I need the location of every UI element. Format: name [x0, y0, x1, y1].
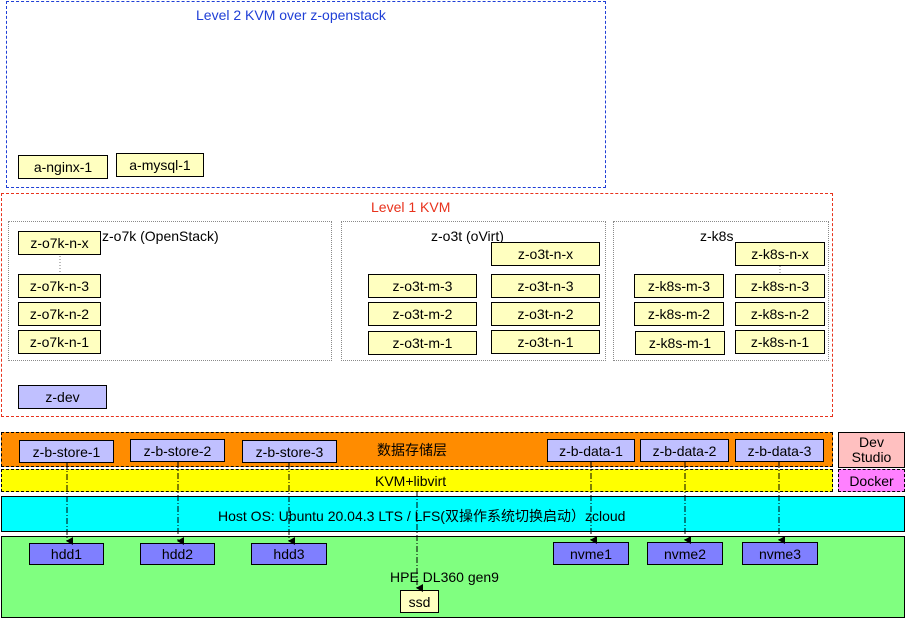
vm-z-o3t-n-3[interactable]: z-o3t-n-3 — [491, 274, 600, 298]
vm-a-nginx-1[interactable]: a-nginx-1 — [18, 155, 108, 179]
vm-z-o3t-m-1[interactable]: z-o3t-m-1 — [368, 331, 477, 355]
group-o3t-title: z-o3t (oVirt) — [431, 228, 504, 244]
group-o7k-title: z-o7k (OpenStack) — [102, 228, 219, 244]
vm-z-b-store-2[interactable]: z-b-store-2 — [130, 439, 225, 462]
vm-z-o3t-n-x[interactable]: z-o3t-n-x — [491, 242, 600, 266]
vm-z-o3t-n-2[interactable]: z-o3t-n-2 — [491, 302, 600, 326]
vm-z-k8s-m-2[interactable]: z-k8s-m-2 — [634, 302, 724, 326]
disk-nvme3[interactable]: nvme3 — [742, 542, 818, 565]
disk-hdd2[interactable]: hdd2 — [140, 543, 215, 565]
vm-z-o7k-n-3[interactable]: z-o7k-n-3 — [18, 274, 101, 298]
docker-box: Docker — [838, 469, 905, 492]
vm-z-k8s-m-3[interactable]: z-k8s-m-3 — [634, 274, 724, 298]
level1-frame — [1, 193, 833, 417]
vm-z-o7k-n-2[interactable]: z-o7k-n-2 — [18, 302, 101, 326]
hardware-label: HPE DL360 gen9 — [390, 569, 499, 585]
vm-z-o3t-m-3[interactable]: z-o3t-m-3 — [368, 274, 477, 298]
vm-z-k8s-n-3[interactable]: z-k8s-n-3 — [735, 274, 825, 298]
vm-z-k8s-n-x[interactable]: z-k8s-n-x — [735, 242, 825, 266]
group-k8s — [613, 221, 829, 361]
kvm-layer-label: KVM+libvirt — [375, 473, 447, 489]
vm-z-k8s-n-2[interactable]: z-k8s-n-2 — [735, 302, 825, 326]
vm-z-o3t-n-1[interactable]: z-o3t-n-1 — [491, 330, 600, 354]
vm-z-b-store-1[interactable]: z-b-store-1 — [19, 440, 114, 463]
group-o7k — [8, 221, 332, 361]
vm-z-o3t-m-2[interactable]: z-o3t-m-2 — [368, 302, 477, 326]
dev-studio-box: Dev Studio — [838, 432, 905, 468]
vm-z-b-data-2[interactable]: z-b-data-2 — [640, 439, 729, 462]
disk-nvme1[interactable]: nvme1 — [553, 542, 629, 565]
vm-z-b-data-1[interactable]: z-b-data-1 — [547, 439, 635, 462]
storage-layer-label: 数据存储层 — [377, 442, 447, 458]
level1-title: Level 1 KVM — [371, 199, 451, 215]
host-os-layer — [1, 496, 905, 532]
vm-z-dev[interactable]: z-dev — [18, 385, 107, 409]
level2-title: Level 2 KVM over z-openstack — [196, 7, 386, 23]
disk-hdd1[interactable]: hdd1 — [29, 543, 104, 565]
vm-z-b-store-3[interactable]: z-b-store-3 — [242, 440, 337, 463]
vm-z-o7k-n-x[interactable]: z-o7k-n-x — [18, 231, 101, 255]
vm-a-mysql-1[interactable]: a-mysql-1 — [116, 153, 204, 177]
disk-ssd[interactable]: ssd — [400, 590, 439, 613]
vm-z-k8s-n-1[interactable]: z-k8s-n-1 — [735, 330, 825, 354]
vm-z-k8s-m-1[interactable]: z-k8s-m-1 — [635, 331, 725, 355]
vm-z-b-data-3[interactable]: z-b-data-3 — [735, 439, 824, 462]
vm-z-o7k-n-1[interactable]: z-o7k-n-1 — [18, 330, 101, 354]
disk-nvme2[interactable]: nvme2 — [647, 542, 723, 565]
group-k8s-title: z-k8s — [700, 228, 734, 244]
host-os-label: Host OS: Ubuntu 20.04.3 LTS / LFS(双操作系统切… — [218, 508, 626, 524]
disk-hdd3[interactable]: hdd3 — [251, 543, 327, 565]
group-o3t — [341, 221, 606, 361]
level2-frame — [6, 1, 606, 188]
